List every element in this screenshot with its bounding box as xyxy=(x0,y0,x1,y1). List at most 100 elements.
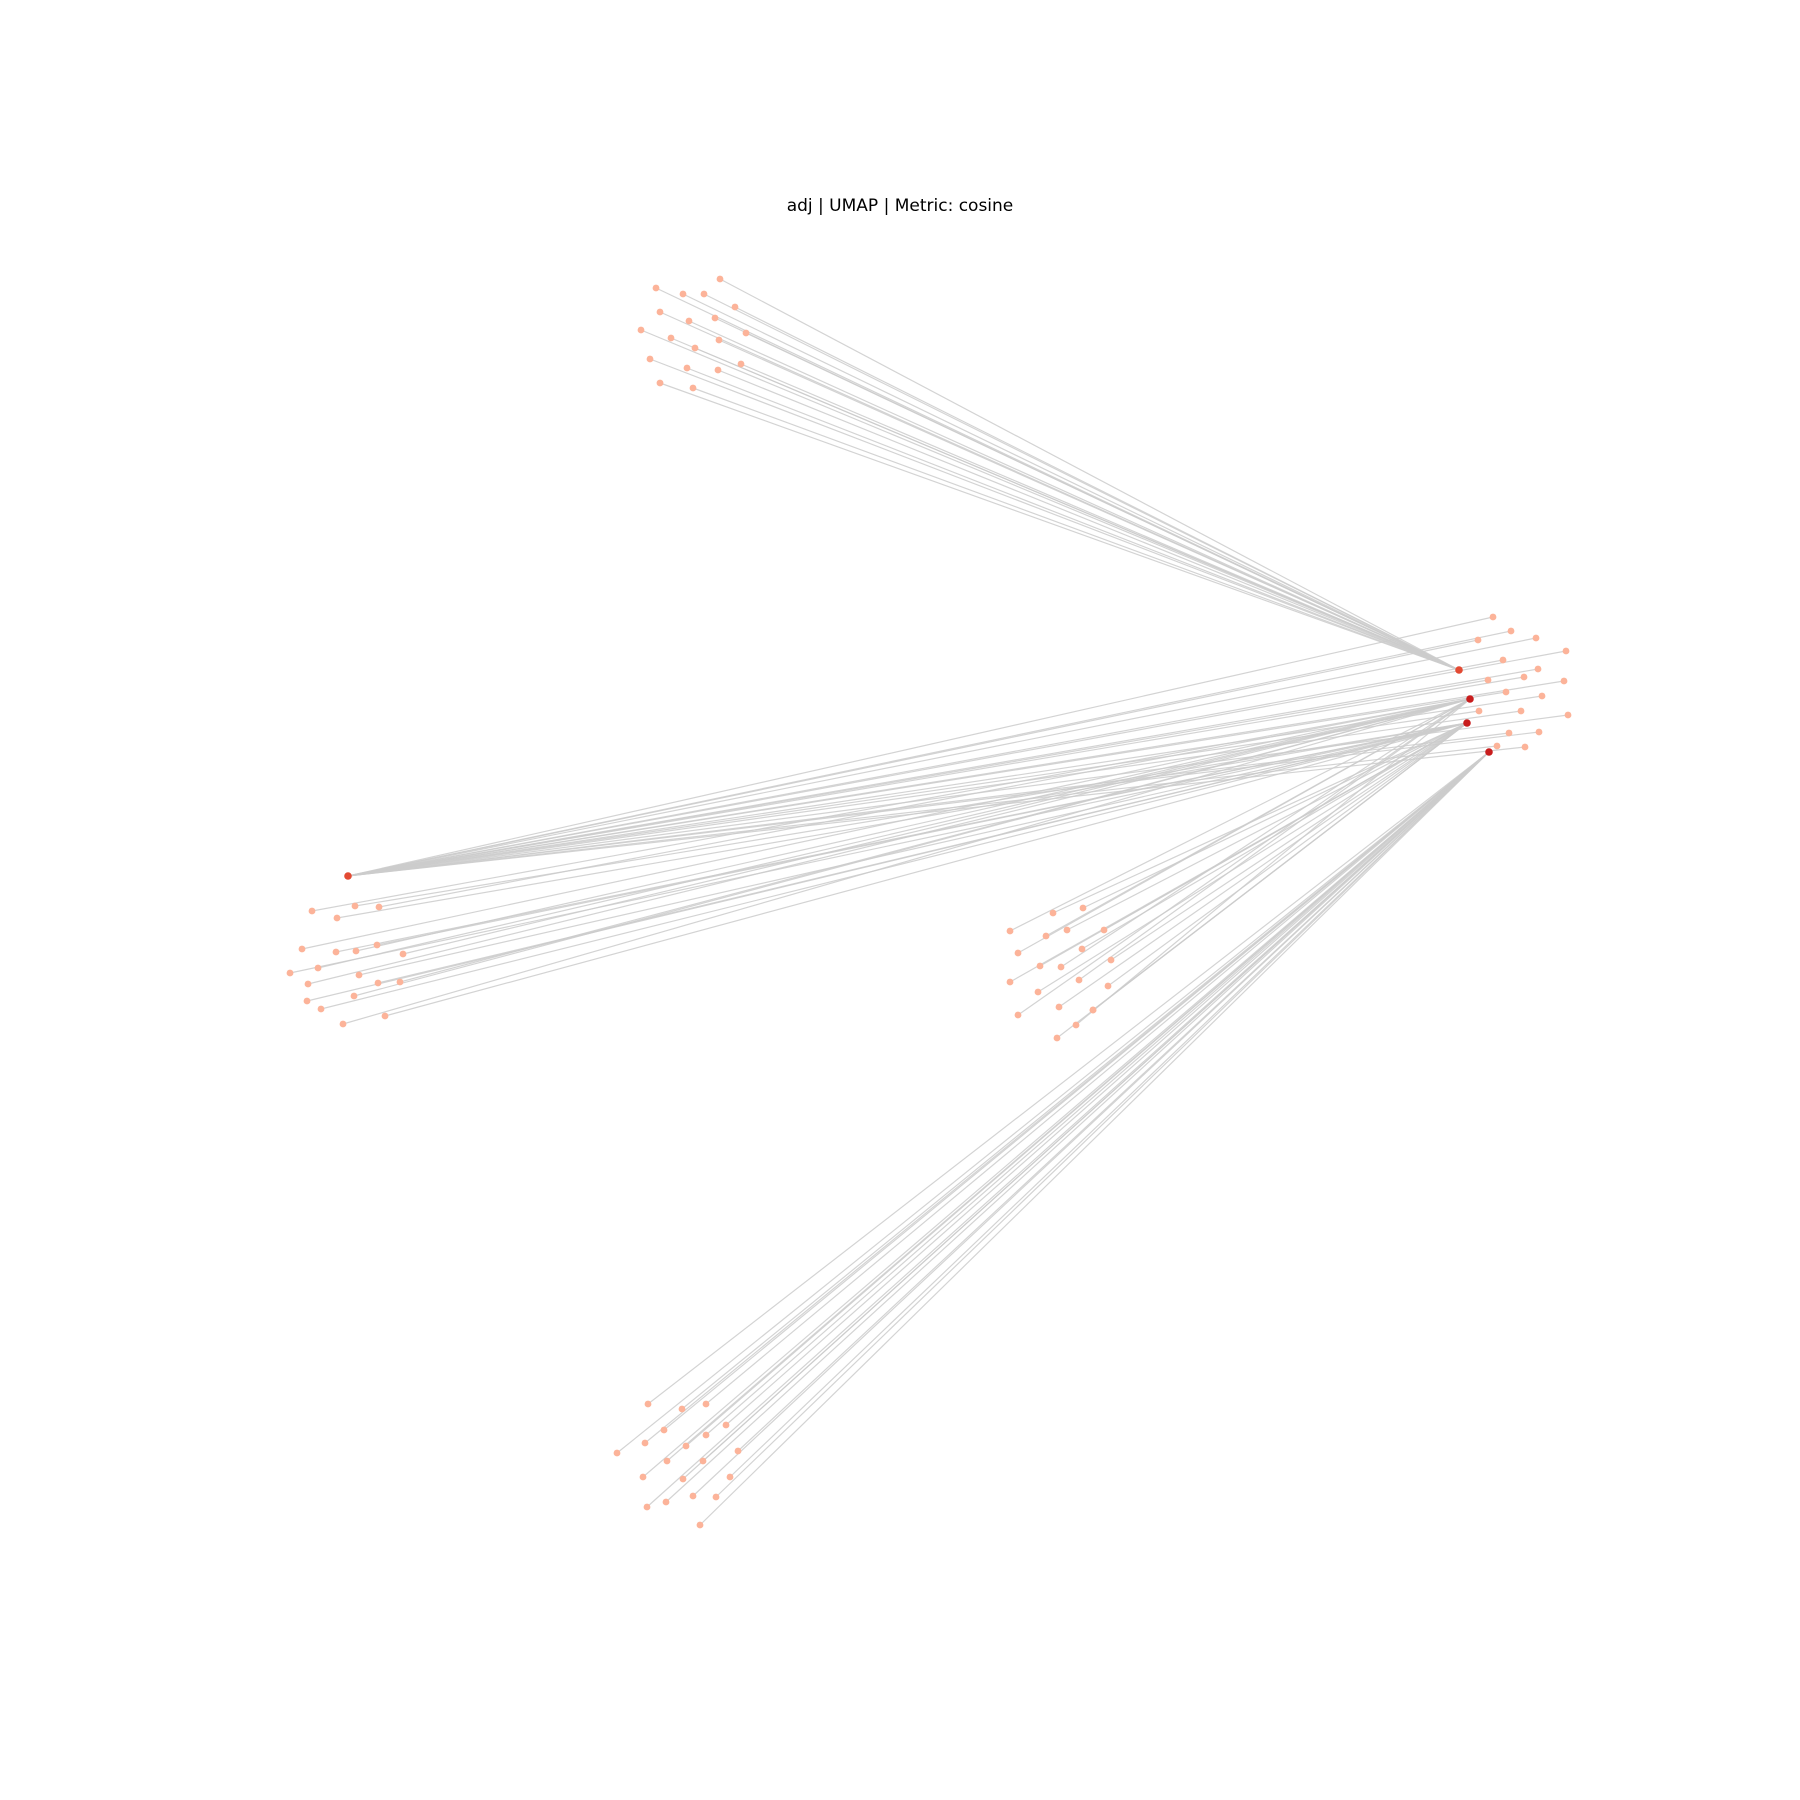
leaf-node xyxy=(691,344,699,352)
edge xyxy=(317,698,1471,969)
edge xyxy=(301,698,1471,950)
leaf-node xyxy=(1078,945,1086,953)
leaf-node xyxy=(1063,926,1071,934)
leaf-node xyxy=(667,334,675,342)
leaf-node xyxy=(1057,963,1065,971)
leaf-node xyxy=(1532,634,1540,642)
edge xyxy=(347,637,1537,877)
edge xyxy=(686,367,1460,671)
leaf-node xyxy=(662,1498,670,1506)
leaf-node xyxy=(303,997,311,1005)
edge xyxy=(347,639,1479,877)
edge-layer xyxy=(289,278,1569,1526)
edge xyxy=(649,358,1460,671)
leaf-node xyxy=(722,1421,730,1429)
edge xyxy=(734,306,1460,671)
leaf-node xyxy=(689,1492,697,1500)
leaf-node xyxy=(715,336,723,344)
edge xyxy=(699,751,1490,1526)
edge xyxy=(1037,722,1468,993)
edge xyxy=(347,616,1494,877)
edge xyxy=(1058,722,1468,1008)
leaf-node xyxy=(726,1473,734,1481)
edge xyxy=(646,751,1490,1508)
leaf-node xyxy=(1049,909,1057,917)
leaf-node xyxy=(1055,1003,1063,1011)
leaf-node xyxy=(1517,707,1525,715)
leaf-node xyxy=(1560,677,1568,685)
leaf-node xyxy=(1520,673,1528,681)
node-layer xyxy=(286,275,1572,1529)
leaf-node xyxy=(682,1442,690,1450)
leaf-node xyxy=(1036,962,1044,970)
leaf-node xyxy=(351,902,359,910)
leaf-node xyxy=(637,326,645,334)
leaf-node xyxy=(663,1457,671,1465)
edge xyxy=(384,722,1468,1017)
edge xyxy=(665,751,1490,1503)
leaf-node xyxy=(1538,692,1546,700)
edge xyxy=(715,751,1490,1498)
edge xyxy=(1017,698,1471,1016)
edge xyxy=(682,293,1460,671)
edge xyxy=(692,387,1460,671)
leaf-node xyxy=(646,355,654,363)
leaf-node xyxy=(374,979,382,987)
edge xyxy=(354,722,1468,907)
edge xyxy=(289,722,1468,974)
leaf-node xyxy=(711,314,719,322)
leaf-node xyxy=(1042,932,1050,940)
leaf-node xyxy=(373,941,381,949)
edge xyxy=(307,698,1471,985)
leaf-node xyxy=(1006,927,1014,935)
leaf-node xyxy=(1034,988,1042,996)
leaf-node xyxy=(1534,665,1542,673)
leaf-node xyxy=(304,980,312,988)
edge xyxy=(740,363,1460,671)
leaf-node xyxy=(1562,647,1570,655)
leaf-node xyxy=(699,1457,707,1465)
edge xyxy=(688,320,1460,671)
leaf-node xyxy=(737,360,745,368)
leaf-node xyxy=(1493,742,1501,750)
leaf-node xyxy=(702,1431,710,1439)
edge xyxy=(1052,722,1468,914)
leaf-node xyxy=(1014,949,1022,957)
edge xyxy=(705,751,1490,1436)
leaf-node xyxy=(679,1475,687,1483)
leaf-node xyxy=(700,290,708,298)
edge xyxy=(705,751,1490,1405)
edge xyxy=(311,698,1471,912)
edge xyxy=(729,751,1490,1478)
leaf-node xyxy=(339,1020,347,1028)
leaf-node xyxy=(1502,688,1510,696)
edge xyxy=(347,745,1498,877)
leaf-node xyxy=(685,317,693,325)
leaf-node xyxy=(314,964,322,972)
leaf-node xyxy=(1079,904,1087,912)
hub-node xyxy=(1463,719,1471,727)
leaf-node xyxy=(1072,1021,1080,1029)
leaf-node xyxy=(1089,1006,1097,1014)
leaf-node xyxy=(317,1005,325,1013)
edge xyxy=(616,751,1490,1454)
edge xyxy=(1078,698,1471,981)
hub-node xyxy=(1455,666,1463,674)
leaf-node xyxy=(333,914,341,922)
leaf-node xyxy=(656,379,664,387)
hub-node xyxy=(344,872,352,880)
hub-node xyxy=(1485,748,1493,756)
edge xyxy=(644,751,1490,1444)
leaf-node xyxy=(1104,982,1112,990)
leaf-node xyxy=(641,1439,649,1447)
edge xyxy=(347,691,1507,877)
edge xyxy=(355,698,1471,952)
edge xyxy=(647,751,1490,1405)
leaf-node xyxy=(1100,926,1108,934)
hub-node xyxy=(1466,695,1474,703)
leaf-node xyxy=(678,1405,686,1413)
edge xyxy=(1110,722,1468,961)
leaf-node xyxy=(1107,956,1115,964)
edge xyxy=(659,382,1460,671)
edge xyxy=(1017,698,1471,954)
